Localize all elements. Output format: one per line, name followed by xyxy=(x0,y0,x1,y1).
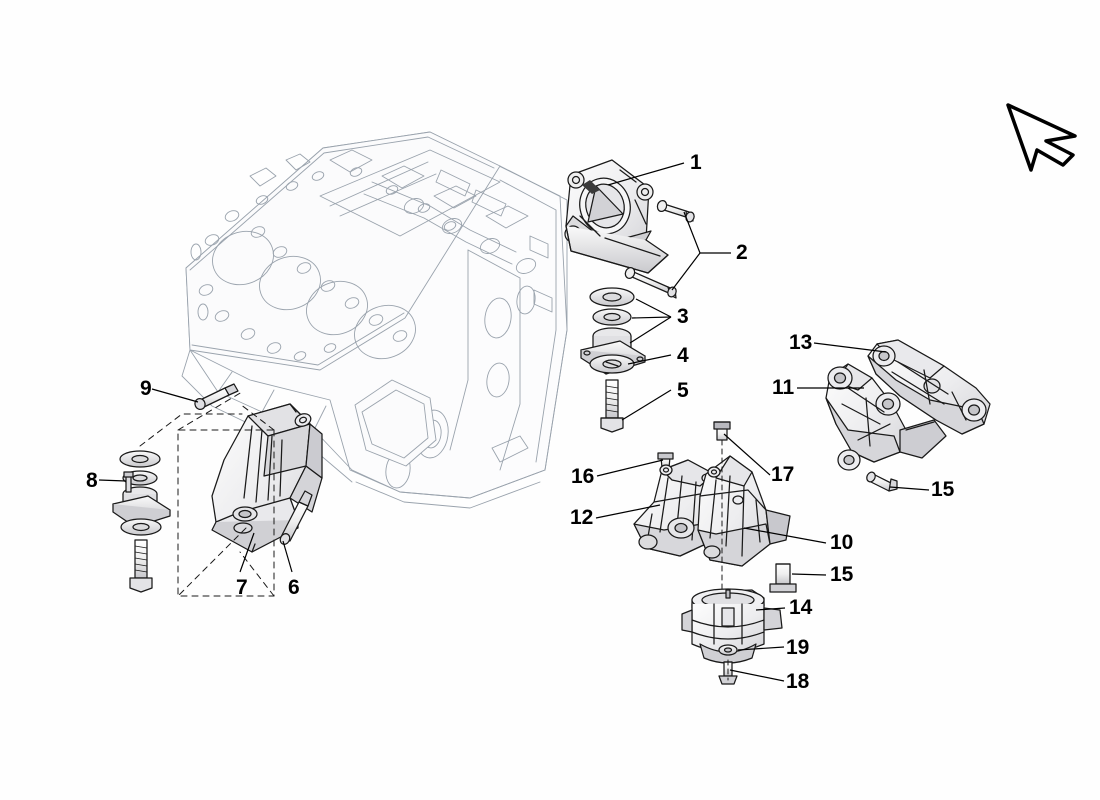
callout-label-5[interactable]: 5 xyxy=(677,379,689,402)
part-8-left-rubber-mount xyxy=(112,450,171,593)
callout-label-14[interactable]: 14 xyxy=(789,596,813,619)
part-5-bolt xyxy=(600,379,624,433)
part-2-bolts xyxy=(624,199,695,299)
callout-label-15-upper[interactable]: 15 xyxy=(931,478,955,501)
callout-label-10[interactable]: 10 xyxy=(830,531,854,554)
callout-label-18[interactable]: 18 xyxy=(786,670,810,693)
callout-label-13[interactable]: 13 xyxy=(789,331,813,354)
part-12-bracket-left-half xyxy=(633,459,723,557)
callout-leader-lines xyxy=(98,162,930,682)
part-1-mount-bracket xyxy=(564,159,669,274)
part-9-bolt xyxy=(194,383,239,411)
callout-label-1[interactable]: 1 xyxy=(690,151,702,174)
part-15-bolt-lower xyxy=(769,563,797,593)
callout-label-7[interactable]: 7 xyxy=(236,576,248,599)
part-15-bolt-upper xyxy=(866,471,898,492)
callout-label-3[interactable]: 3 xyxy=(677,305,689,328)
callout-label-17[interactable]: 17 xyxy=(771,463,795,486)
part-10-bracket-right-half xyxy=(697,455,791,567)
callout-label-12[interactable]: 12 xyxy=(570,506,594,529)
part-14-hydraulic-mount xyxy=(681,588,783,664)
callout-label-16[interactable]: 16 xyxy=(571,465,595,488)
callout-label-4[interactable]: 4 xyxy=(677,344,689,367)
callout-label-8[interactable]: 8 xyxy=(86,469,98,492)
callout-label-15-lower[interactable]: 15 xyxy=(830,563,854,586)
part-6-bolt xyxy=(279,490,313,545)
part-19-washer xyxy=(718,644,738,656)
callout-label-11[interactable]: 11 xyxy=(772,376,795,399)
callout-label-6[interactable]: 6 xyxy=(288,576,300,599)
callout-label-9[interactable]: 9 xyxy=(140,377,152,400)
part-7-left-support-bracket xyxy=(211,403,323,553)
callout-label-19[interactable]: 19 xyxy=(786,636,810,659)
part-17-bolt xyxy=(713,421,731,441)
callout-label-2[interactable]: 2 xyxy=(736,241,748,264)
part-4-washer xyxy=(589,354,635,374)
